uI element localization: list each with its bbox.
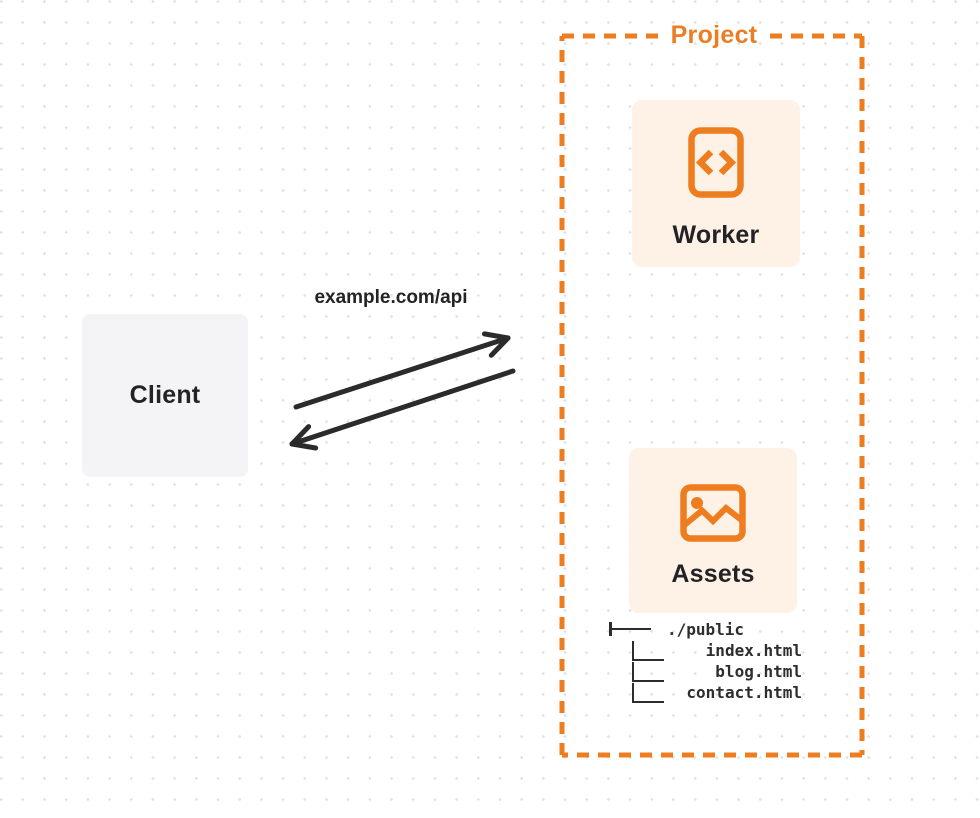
file-tree-file-row: blog.html	[605, 661, 802, 682]
tree-elbow-glyph	[632, 683, 664, 703]
tree-elbow-glyph	[632, 662, 664, 682]
tree-branch-glyph	[609, 627, 651, 631]
client-node: Client	[82, 314, 248, 477]
assets-label: Assets	[671, 560, 755, 588]
image-icon	[680, 484, 746, 542]
file-tree-root-label: ./public	[667, 620, 745, 639]
file-name: contact.html	[686, 683, 802, 702]
request-url-label: example.com/api	[314, 287, 468, 308]
file-tree-file-row: contact.html	[605, 682, 802, 703]
tree-elbow-glyph	[632, 641, 664, 661]
project-group-label: Project	[670, 21, 758, 49]
worker-node: Worker	[632, 100, 800, 267]
file-tree-file-row: index.html	[605, 640, 802, 661]
file-name: blog.html	[715, 662, 802, 681]
file-tree-root-row: ./public	[605, 619, 802, 640]
file-name: index.html	[705, 641, 802, 660]
client-label: Client	[129, 381, 201, 409]
code-file-icon	[688, 127, 744, 198]
worker-label: Worker	[672, 221, 760, 249]
assets-node: Assets	[629, 448, 797, 613]
file-tree: ./public index.html blog.html contact.ht…	[605, 619, 802, 703]
